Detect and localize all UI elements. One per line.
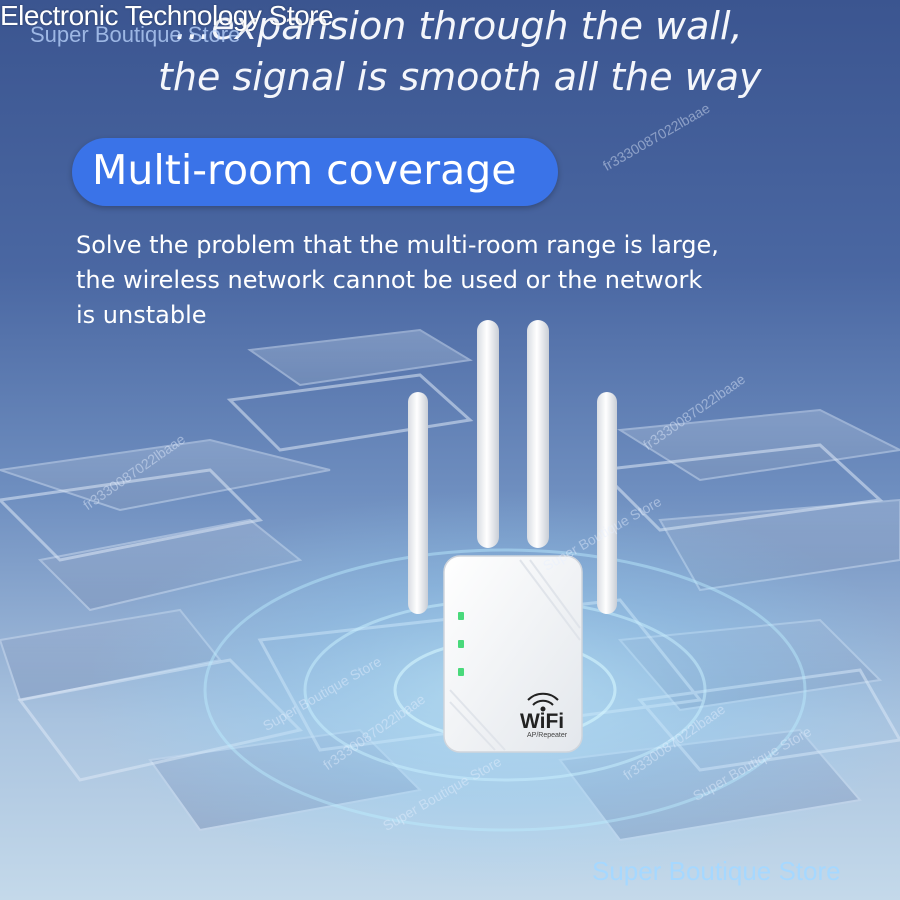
antenna-left-inner [477,320,499,548]
device-brand-label: WiFi [520,710,565,733]
antenna-right-outer [597,392,617,614]
headline-line-1: ...expansion through the wall, [175,4,743,48]
headline-line-2: the signal is smooth all the way [158,55,762,99]
description-line-2: the wireless network cannot be used or t… [76,266,703,294]
feature-title: Multi-room coverage [92,146,517,194]
feature-description: Solve the problem that the multi-room ra… [76,228,836,333]
antenna-left-outer [408,392,428,614]
description-line-1: Solve the problem that the multi-room ra… [76,231,719,259]
antenna-right-inner [527,320,549,548]
feature-badge [72,138,558,206]
store-overlay-name: Super Boutique Store [30,22,241,47]
description-line-3: is unstable [76,301,207,329]
wifi-icon [527,692,559,712]
store-name: Electronic Technology Store [0,0,334,31]
device-sub-label: AP/Repeater [527,732,568,739]
store-bottom-name: Super Boutique Store [592,856,841,886]
